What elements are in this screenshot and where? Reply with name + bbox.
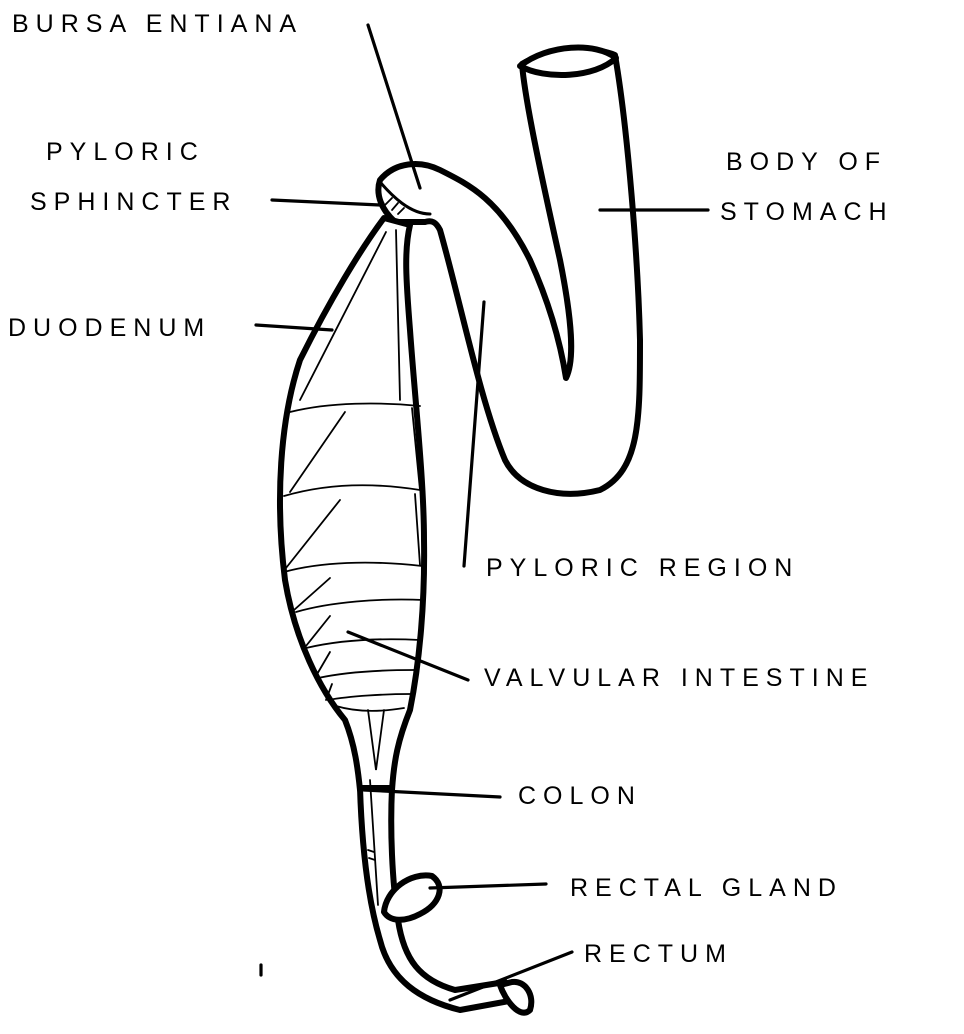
- label-pyloric-sphincter-line2: SPHINCTER: [30, 190, 237, 215]
- label-rectal-gland: RECTAL GLAND: [570, 876, 843, 901]
- leader-sphincter: [272, 200, 380, 205]
- label-duodenum: DUODENUM: [8, 316, 211, 341]
- label-pyloric-region: PYLORIC REGION: [486, 556, 799, 581]
- label-valvular-intestine: VALVULAR INTESTINE: [484, 666, 874, 691]
- label-bursa-entiana: BURSA ENTIANA: [12, 12, 303, 37]
- leader-bursa: [368, 25, 420, 188]
- leader-rectal-gland: [430, 884, 546, 888]
- rectum-end: [500, 982, 531, 1013]
- label-body-of-stomach-line1: BODY OF: [726, 150, 887, 175]
- label-pyloric-sphincter-line1: PYLORIC: [46, 140, 205, 165]
- label-rectum: RECTUM: [584, 942, 733, 967]
- label-body-of-stomach-line2: STOMACH: [720, 200, 894, 225]
- label-colon: COLON: [518, 784, 642, 809]
- intestine-outline: [280, 218, 424, 790]
